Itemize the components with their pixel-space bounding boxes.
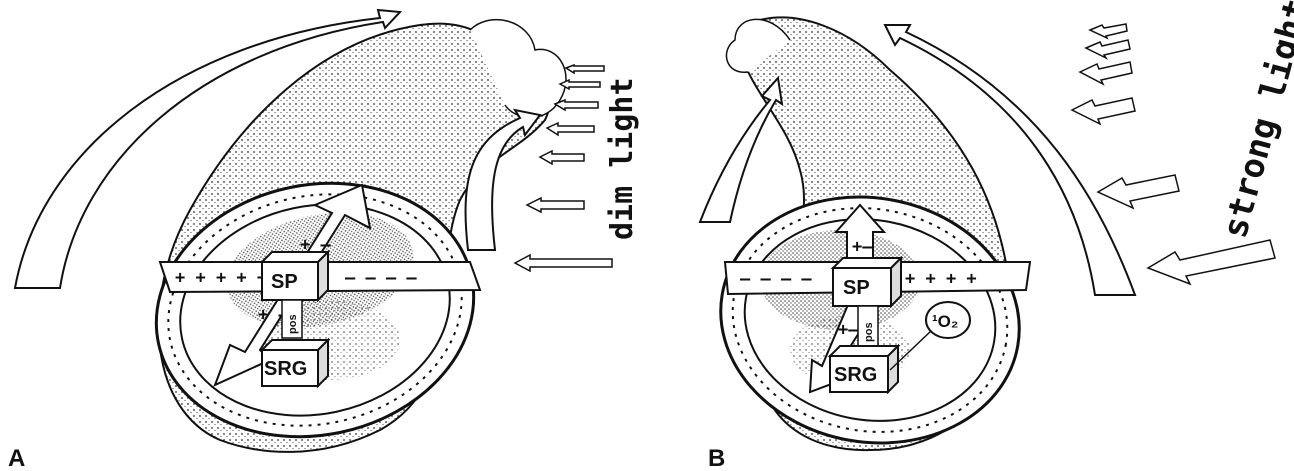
- srg-label-a: SRG: [264, 358, 307, 380]
- light-arrow: [1072, 98, 1135, 124]
- light-arrow: [527, 198, 584, 212]
- srg-label-b: SRG: [834, 364, 877, 386]
- sp-label-a: SP: [271, 271, 298, 293]
- light-arrow: [515, 255, 612, 271]
- light-arrow: [555, 100, 598, 110]
- light-arrow: [540, 151, 584, 164]
- band-plus-b: + + + +: [905, 269, 977, 289]
- diagonal-signs-b: +–: [838, 320, 859, 340]
- band-plus-a: + + + + +: [175, 268, 267, 288]
- o2-label-b: ¹O₂: [932, 312, 958, 331]
- pos-label-b: pos: [863, 322, 875, 342]
- sp-box-a: SP: [262, 252, 328, 300]
- light-arrow: [1080, 62, 1132, 84]
- light-label-a: dim light: [605, 77, 640, 240]
- panel-a: + + + + + – – – – + – + – SP pos SRG: [8, 10, 640, 471]
- turn-arrow-b: [700, 78, 782, 222]
- light-label-b: strong light: [1215, 0, 1294, 242]
- up-signs-b: +–: [852, 237, 873, 257]
- band-minus-a: – – – –: [345, 268, 417, 288]
- sp-box-b: SP: [833, 258, 901, 306]
- light-arrow: [1148, 240, 1275, 284]
- pos-label-a: pos: [287, 314, 299, 334]
- panel-b: – – – – + + + + +– +– SP pos SRG ¹O₂: [700, 0, 1294, 471]
- light-arrow: [1086, 40, 1130, 58]
- band-minus-b: – – – –: [740, 269, 812, 289]
- light-arrow: [1090, 24, 1127, 38]
- panel-letter-a: A: [8, 445, 25, 471]
- light-arrow: [560, 80, 600, 89]
- srg-box-b: SRG: [830, 346, 898, 392]
- light-arrow: [1098, 175, 1179, 208]
- light-arrow: [566, 65, 604, 73]
- panel-letter-b: B: [708, 445, 725, 471]
- srg-box-a: SRG: [262, 340, 328, 386]
- light-arrow: [547, 123, 594, 135]
- sp-label-b: SP: [843, 277, 870, 299]
